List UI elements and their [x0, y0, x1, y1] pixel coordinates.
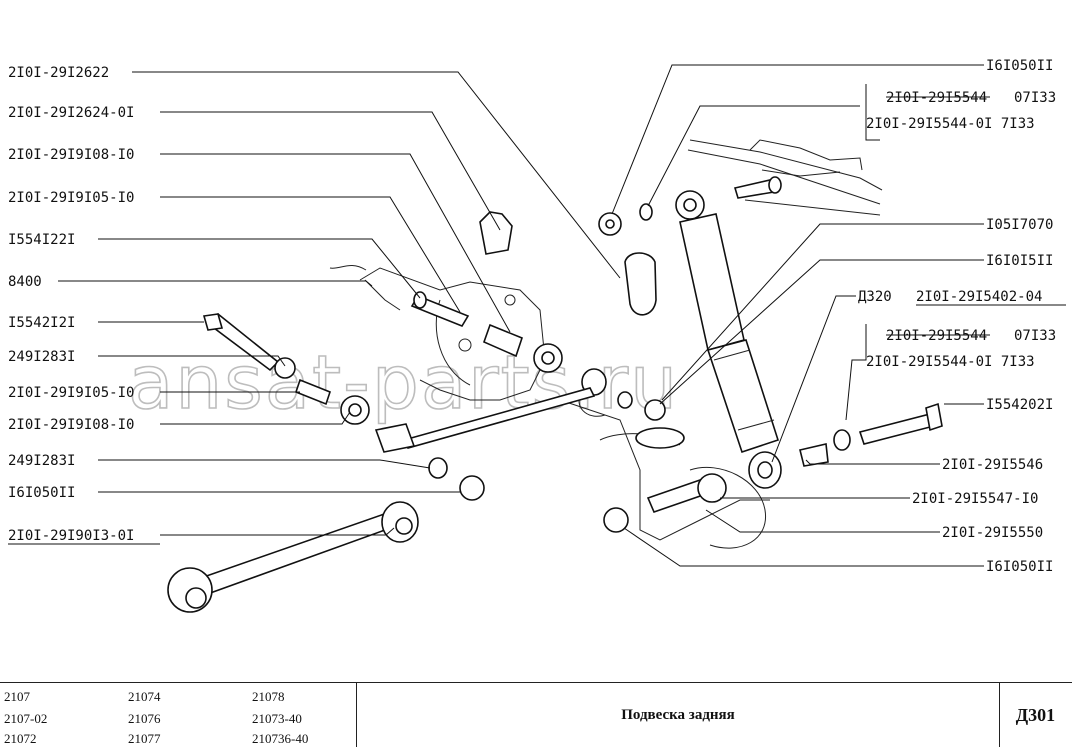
label-left-1: 2I0I-29I2622 — [8, 65, 109, 81]
model-cell: 21078 — [252, 689, 285, 704]
label-right-11: 2I0I-29I5544-0I 7I33 — [866, 354, 1035, 370]
title-block: 2107 21074 21078 2107-02 21076 21073-40 … — [0, 682, 1072, 747]
label-right-5: I05I7070 — [986, 217, 1053, 233]
label-right-2: 2I0I-29I5544 — [886, 90, 987, 106]
page-title: Подвеска задняя — [356, 683, 1000, 747]
model-cell: 2107-02 — [4, 711, 48, 726]
label-right-13: 2I0I-29I5546 — [942, 457, 1043, 473]
label-right-16: I6I050II — [986, 559, 1053, 575]
label-right-10: 07I33 — [1014, 328, 1056, 344]
labels-right: I6I050II 2I0I-29I5544 07I33 2I0I-29I5544… — [858, 58, 1066, 575]
lower-arm — [167, 501, 419, 613]
axle-housing — [329, 265, 770, 549]
parts-drawing — [167, 139, 943, 613]
label-left-11: 249I283I — [8, 453, 75, 469]
bolt-right — [858, 413, 936, 445]
rear-suspension-diagram: ansat-parts.ru — [8, 58, 1066, 613]
model-cell: 21077 — [128, 731, 161, 746]
label-left-12: I6I050II — [8, 485, 75, 501]
model-cell: 21076 — [128, 711, 161, 726]
label-left-2: 2I0I-29I2624-0I — [8, 105, 134, 121]
label-left-5: I554I22I — [8, 232, 75, 248]
label-right-3: 07I33 — [1014, 90, 1056, 106]
label-right-15: 2I0I-29I5550 — [942, 525, 1043, 541]
label-right-7: Д320 — [858, 289, 892, 305]
label-left-7: I5542I2I — [8, 315, 75, 331]
model-cell: 210736-40 — [252, 731, 309, 746]
bump-stop-upper — [479, 211, 513, 255]
label-left-3: 2I0I-29I9I08-I0 — [8, 147, 134, 163]
label-left-8: 249I283I — [8, 349, 75, 365]
label-right-4: 2I0I-29I5544-0I 7I33 — [866, 116, 1035, 132]
label-right-12: I554202I — [986, 397, 1053, 413]
bump-stop-lower — [624, 252, 657, 316]
label-left-6: 8400 — [8, 274, 42, 290]
leader-lines — [58, 64, 984, 567]
model-cell: 21073-40 — [252, 711, 302, 726]
label-left-10: 2I0I-29I9I08-I0 — [8, 417, 134, 433]
labels-left: 2I0I-29I2622 2I0I-29I2624-0I 2I0I-29I9I0… — [8, 65, 160, 545]
label-right-8: 2I0I-29I5402-04 — [916, 289, 1042, 305]
label-right-1: I6I050II — [986, 58, 1053, 74]
model-cell: 21072 — [4, 731, 37, 746]
model-cell: 21074 — [128, 689, 161, 704]
label-left-9: 2I0I-29I9I05-I0 — [8, 385, 134, 401]
page-code: Д301 — [1015, 704, 1056, 725]
label-right-9: 2I0I-29I5544 — [886, 328, 987, 344]
label-right-14: 2I0I-29I5547-I0 — [912, 491, 1038, 507]
label-left-13: 2I0I-29I90I3-0I — [8, 528, 134, 544]
label-left-4: 2I0I-29I9I05-I0 — [8, 190, 134, 206]
label-right-6: I6I0I5II — [986, 253, 1053, 269]
shock-absorber — [675, 190, 782, 489]
model-cell: 2107 — [4, 689, 30, 704]
